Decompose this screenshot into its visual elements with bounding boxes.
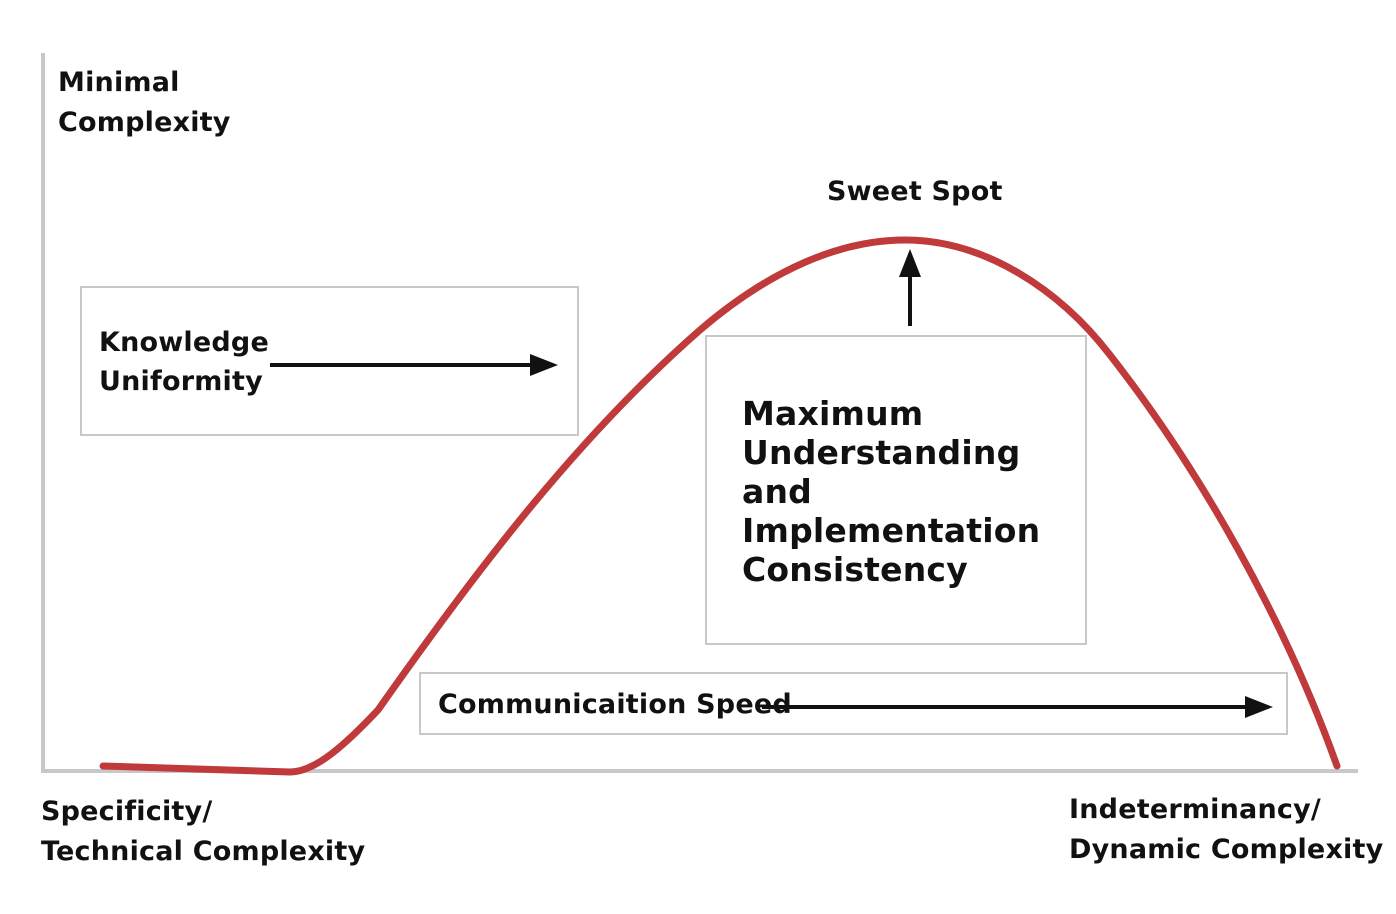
maximum-box [705, 335, 1087, 645]
x-axis-left-label-line-2: Technical Complexity [41, 836, 366, 867]
sweet-spot-arrow [899, 249, 921, 326]
knowledge-label-line-1: Knowledge [99, 327, 269, 358]
knowledge-arrow [270, 354, 558, 376]
communication-box [419, 672, 1288, 735]
knowledge-label-line-2: Uniformity [99, 366, 263, 397]
x-axis-right-label-line-1: Indeterminancy/ [1069, 794, 1321, 825]
maximum-label: Maximum Understanding and Implementation… [742, 394, 1040, 589]
sweet-spot-label: Sweet Spot [827, 176, 1003, 207]
maximum-label-line-2: Understanding [742, 433, 1021, 472]
y-axis-label-line-1: Minimal [58, 67, 180, 98]
knowledge-box [80, 286, 579, 436]
x-axis-left-label-line-1: Specificity/ [41, 796, 213, 827]
x-axis-right-label: Indeterminancy/ Dynamic Complexity [1069, 790, 1383, 870]
maximum-label-line-4: Implementation [742, 511, 1041, 550]
complexity-curve [99, 236, 1341, 776]
x-axis-left-label: Specificity/ Technical Complexity [41, 792, 365, 872]
x-axis-right-label-line-2: Dynamic Complexity [1069, 834, 1384, 865]
maximum-label-line-3: and [742, 472, 812, 511]
communication-arrow [762, 696, 1273, 718]
y-axis-label-line-2: Complexity [58, 107, 231, 138]
y-axis-label: Minimal Complexity [58, 63, 231, 143]
communication-label: Communicaition Speed [438, 689, 792, 720]
knowledge-label: Knowledge Uniformity [99, 323, 269, 401]
maximum-label-line-1: Maximum [742, 394, 924, 433]
maximum-label-line-5: Consistency [742, 550, 968, 589]
